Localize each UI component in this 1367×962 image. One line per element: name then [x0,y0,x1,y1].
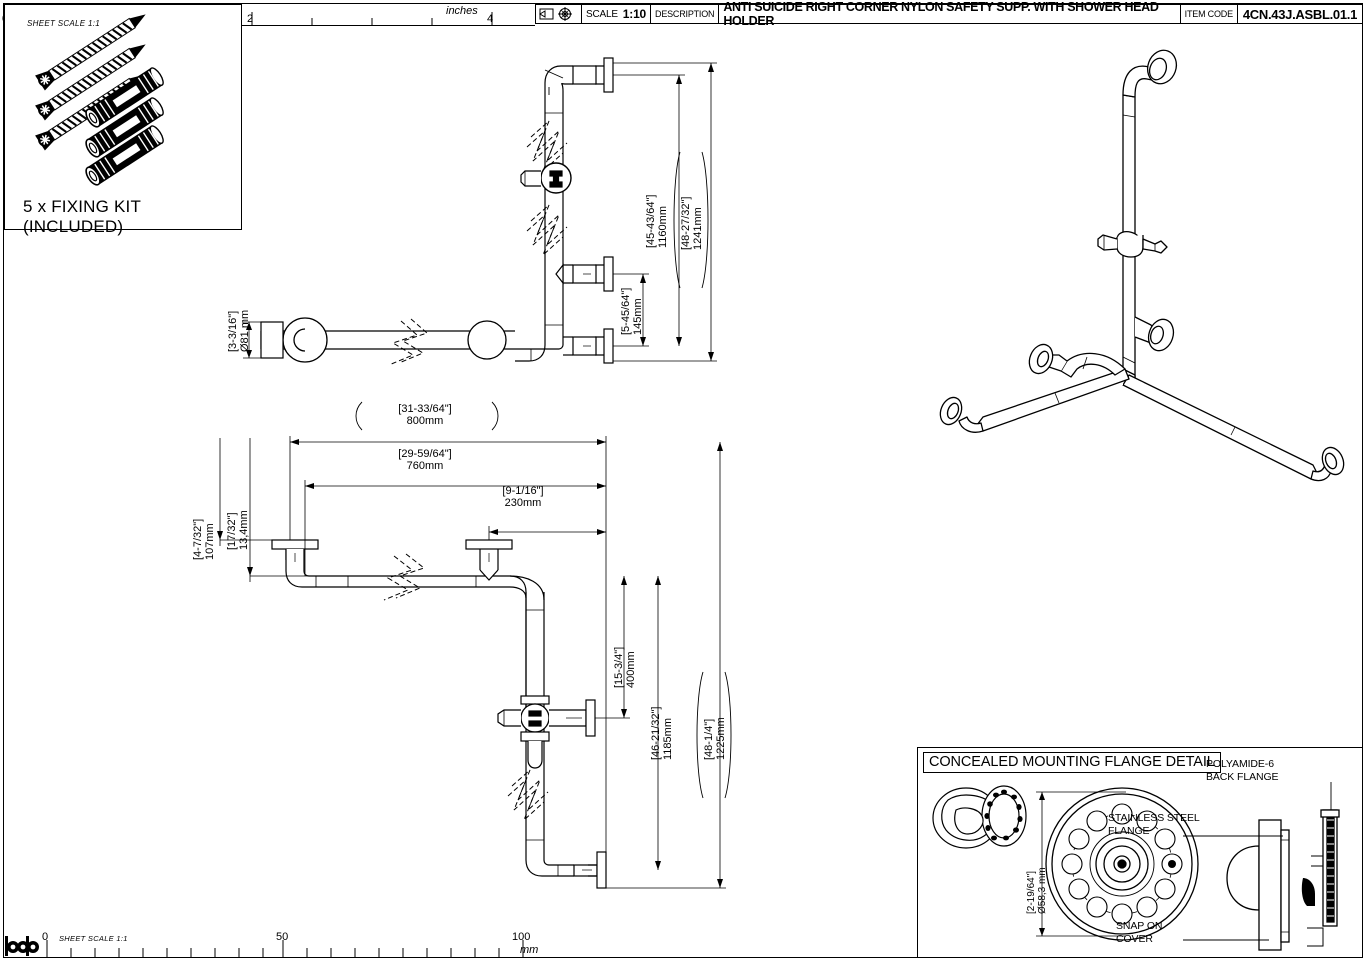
description-label: DESCRIPTION [655,9,715,19]
dim-flange-dia-detail-mm: Ø58,3 mm [1037,867,1048,914]
description-label-cell: DESCRIPTION [651,5,720,23]
drawing-frame [3,3,1363,958]
dim-134-mm: 13,4mm [238,510,250,550]
ruler-bottom-unit: mm [520,944,539,956]
wall-plug-group [85,67,164,186]
upper-elevation-view [243,57,717,366]
dim-flange-dia-mm: Ø81 mm [239,309,251,352]
dim-flange-dia-upper: [3-3/16"] [227,311,239,352]
ruler-top-label-4: 4 [487,13,494,25]
ruler-bottom-label-100: 100 [512,931,531,943]
dim-800: [31-33/64"] 800mm [398,403,452,427]
title-block: SCALE 1:10 DESCRIPTION ANTI SUICIDE RIGH… [535,0,1363,28]
ruler-bottom-sheet-scale: SHEET SCALE 1:1 [59,934,128,943]
dim-107-mm: 107mm [204,523,216,560]
dim-flange-dia-in: [3-3/16"] [227,310,239,352]
projection-symbol-cell [536,5,582,23]
main-elevation-view [217,436,726,889]
flange-3d-illustration [932,785,1027,849]
dim-145-mm: 145mm [632,298,644,335]
dim-134-in: [17/32"] [226,512,238,550]
pba-logo [5,936,39,956]
fixing-kit-sheet-scale: SHEET SCALE 1:1 [27,19,100,28]
flange-detail-box: CONCEALED MOUNTING FLANGE DETAIL [917,747,1363,958]
flange-front-view [1036,787,1199,941]
dim-800-parens [355,401,499,431]
dim-145-in: [5-45/64"] [620,287,632,335]
item-code-value: 4CN.43J.ASBL.01.1 [1242,6,1357,22]
dim-400-in: [15-3/4"] [613,646,625,688]
dim-107-in: [4-7/32"] [192,518,204,560]
dim-1185-mm: 1185mm [662,718,674,760]
item-code-label-cell: ITEM CODE [1181,5,1238,23]
dim-400-mm: 400mm [625,651,637,688]
scale-label: SCALE [586,8,618,20]
note-snap-on-cover: SNAP ON COVER [1116,920,1163,945]
dim-1241-parens [673,151,709,289]
ruler-bottom-mm: 0 50 100 mm SHEET SCALE 1:1 [4,930,544,958]
ruler-top-label-2: 2 [247,13,254,25]
scale-cell: SCALE 1:10 [582,5,652,23]
description-value-cell: ANTI SUICIDE RIGHT CORNER NYLON SAFETY S… [719,0,1181,28]
dim-1160-mm: 1160mm [657,206,669,248]
dim-1160-in: [45-43/64"] [645,194,657,248]
ruler-bottom-label-50: 50 [276,931,289,943]
dim-230: [9-1/16"] 230mm [502,485,544,509]
ruler-top-unit: inches [446,5,478,17]
dim-1225-parens [696,671,732,799]
dim-flange-dia-upper-mm: Ø81 mm [239,310,251,352]
dim-760: [29-59/64"] 760mm [398,448,452,472]
item-code-value-cell: 4CN.43J.ASBL.01.1 [1238,5,1362,23]
dim-1185-in: [46-21/32"] [650,706,662,760]
flange-section-view [1183,782,1340,951]
flange-detail-title: CONCEALED MOUNTING FLANGE DETAIL [923,752,1221,773]
note-stainless-steel-flange: STAINLESS STEEL FLANGE [1108,812,1200,837]
first-angle-projection-icon [538,7,572,21]
fixing-kit-box: SHEET SCALE 1:1 [4,4,242,236]
ruler-bottom-label-0: 0 [42,931,49,943]
item-code-label: ITEM CODE [1184,9,1233,19]
ruler-bottom-ticks [46,940,524,958]
fixing-kit-illustration [35,14,164,186]
scale-value: 1:10 [622,7,647,21]
isometric-view [917,49,1345,482]
note-polyamide-back-flange: POLYAMIDE-6 BACK FLANGE [1206,758,1279,783]
description-value: ANTI SUICIDE RIGHT CORNER NYLON SAFETY S… [723,0,1159,28]
fixing-kit-caption: 5 x FIXING KIT (INCLUDED) [23,197,141,236]
